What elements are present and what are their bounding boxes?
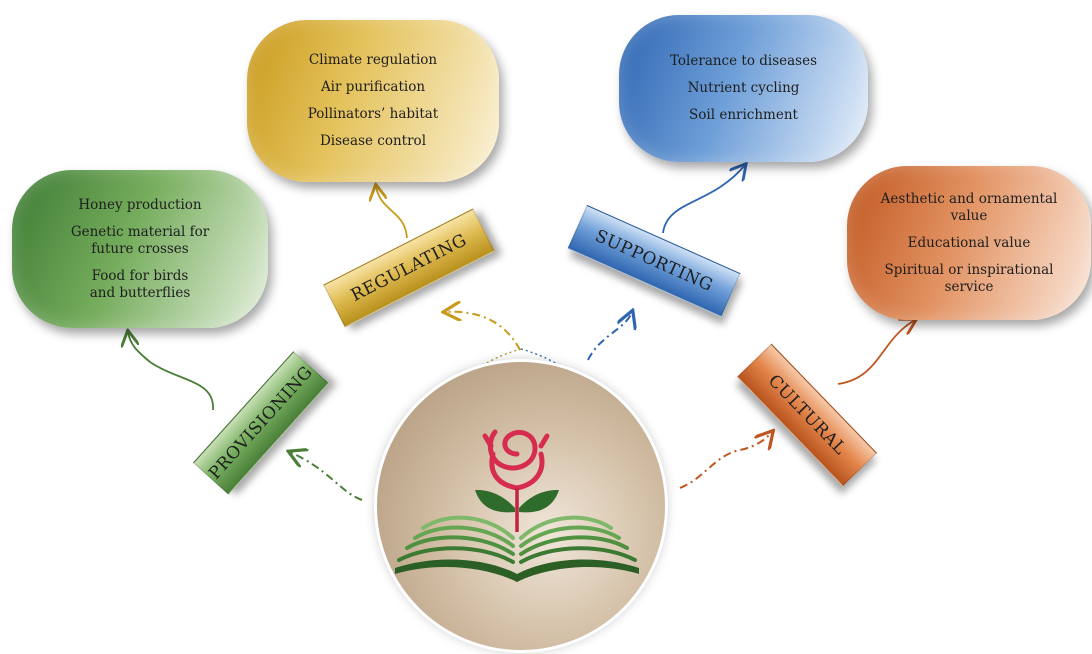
connector-center-provisioning [290,452,363,501]
list-item: Nutrient cycling [687,80,800,96]
list-item: Pollinators’ habitat [307,106,439,122]
connector-center-supporting [587,312,632,361]
list-item: Disease control [319,133,427,149]
list-item: Soil enrichment [689,107,798,123]
connector-regulating-bubble [376,186,408,239]
center-circle [377,362,665,650]
list-item: Air purification [320,79,426,95]
connector-supporting-bubble [662,165,745,234]
rose-book-logo-icon [395,429,639,582]
connector-cultural-bubble [837,320,915,385]
supporting-services-bubble: Tolerance to diseases Nutrient cycling S… [619,15,868,162]
connector-center-regulating [445,312,521,351]
connector-provisioning-bubble [128,332,214,411]
list-item: Aesthetic and ornamental value [880,190,1058,224]
list-item: Climate regulation [308,52,438,68]
list-item: Honey production [78,196,202,213]
list-item: Genetic material for future crosses [70,223,210,257]
list-item: Food for birds and butterflies [89,267,191,301]
provisioning-services-bubble: Honey production Genetic material for fu… [12,170,268,328]
list-item: Tolerance to diseases [669,53,818,69]
cultural-services-bubble: Aesthetic and ornamental value Education… [847,166,1091,320]
regulating-services-bubble: Climate regulation Air purification Poll… [247,20,499,182]
connector-center-cultural [679,432,772,489]
list-item: Spiritual or inspirational service [884,261,1054,295]
list-item: Educational value [907,234,1031,251]
